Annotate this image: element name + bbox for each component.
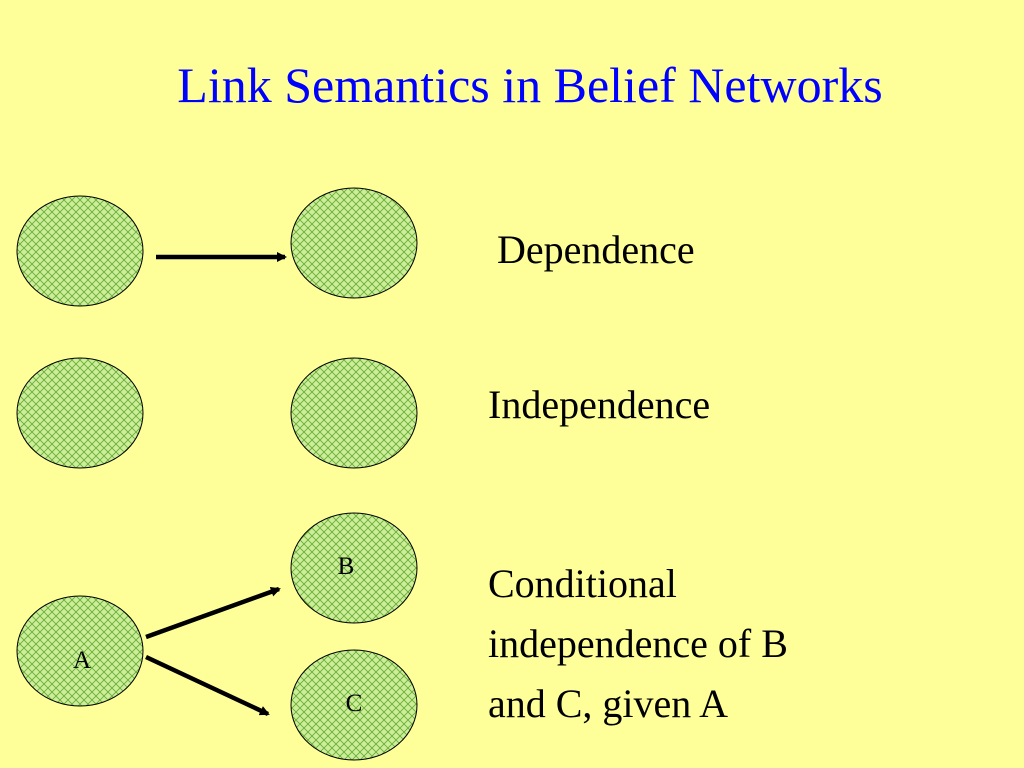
node-a-label: A [73,647,91,674]
node-c-label: C [346,690,363,717]
independence-diagram [16,357,418,469]
conditional-independence-label: Conditional independence of B and C, giv… [488,554,908,734]
node-b [290,512,418,624]
node-b-label: B [338,553,355,580]
node-c [290,649,418,761]
node [16,195,144,307]
conditional-line-2: independence of B [488,621,788,666]
conditional-line-1: Conditional [488,561,677,606]
node [290,187,418,299]
independence-label: Independence [488,382,711,427]
arrow-a-to-b [145,586,281,640]
node [290,357,418,469]
conditional-line-3: and C, given A [488,681,728,726]
dependence-label: Dependence [497,227,695,272]
conditional-independence-diagram: B A C [16,512,418,761]
node-a [16,595,144,707]
node [16,357,144,469]
arrow-a-to-c [145,654,270,717]
slide-title: Link Semantics in Belief Networks [177,57,883,113]
dependence-diagram [16,187,418,307]
